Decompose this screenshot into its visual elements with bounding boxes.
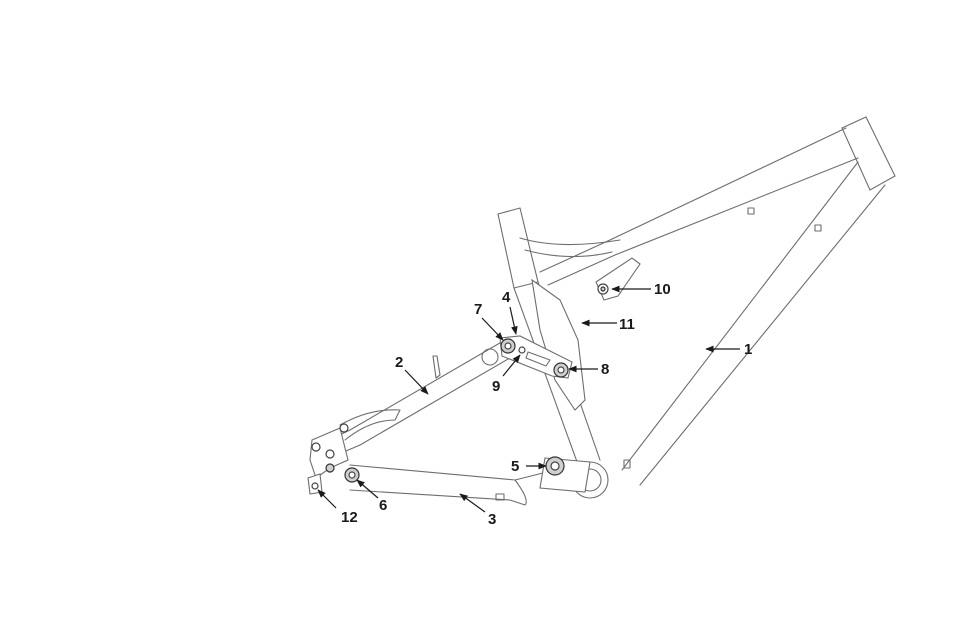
seat-stay: [318, 340, 515, 460]
pivot-8-center: [558, 367, 564, 373]
callout-arrow-3: [460, 494, 485, 512]
cable-boss-2: [815, 225, 821, 231]
callout-label-2: 2: [395, 354, 403, 371]
hanger-bolt: [312, 483, 318, 489]
brake-post: [433, 356, 440, 378]
pivot-9: [519, 347, 525, 353]
callout-arrow-6: [357, 480, 378, 498]
dropout-bolt-4: [340, 424, 348, 432]
shock-linkage-plate: [532, 280, 585, 410]
front-triangle: [498, 117, 895, 498]
dropout-bolt-1: [312, 443, 320, 451]
pivot-6-center: [349, 472, 355, 478]
head-tube: [842, 117, 895, 190]
callouts: 1 2 3 4 5 6 7 8 9 10 11 12: [318, 281, 752, 528]
dropout-bolt-3: [326, 464, 334, 472]
callout-label-12: 12: [341, 509, 358, 526]
dropout-bolt-2: [326, 450, 334, 458]
callout-label-7: 7: [474, 301, 482, 318]
callout-arrow-4: [510, 307, 516, 334]
pivot-7-center: [505, 343, 511, 349]
callout-arrow-7: [482, 318, 503, 340]
seat-stay-bridge: [482, 349, 498, 365]
callout-label-8: 8: [601, 361, 609, 378]
rear-dropout: [308, 424, 348, 494]
callout-arrow-12: [318, 490, 336, 508]
top-tube: [540, 128, 858, 285]
pivot-5-center: [551, 462, 559, 470]
callout-arrow-2: [405, 370, 428, 394]
pivot-10-center: [601, 287, 605, 291]
callout-label-11: 11: [619, 316, 635, 333]
callout-label-10: 10: [654, 281, 671, 298]
callout-label-4: 4: [502, 289, 511, 306]
seat-stay-tubes: [318, 340, 515, 460]
callout-label-9: 9: [492, 378, 500, 395]
seat-tube-top: [498, 208, 538, 288]
callout-label-6: 6: [379, 497, 387, 514]
callout-label-1: 1: [744, 341, 752, 358]
callout-label-5: 5: [511, 458, 519, 475]
cable-boss: [748, 208, 754, 214]
brake-mount: [340, 410, 400, 440]
seat-brace: [520, 238, 620, 257]
callout-label-3: 3: [488, 511, 496, 528]
